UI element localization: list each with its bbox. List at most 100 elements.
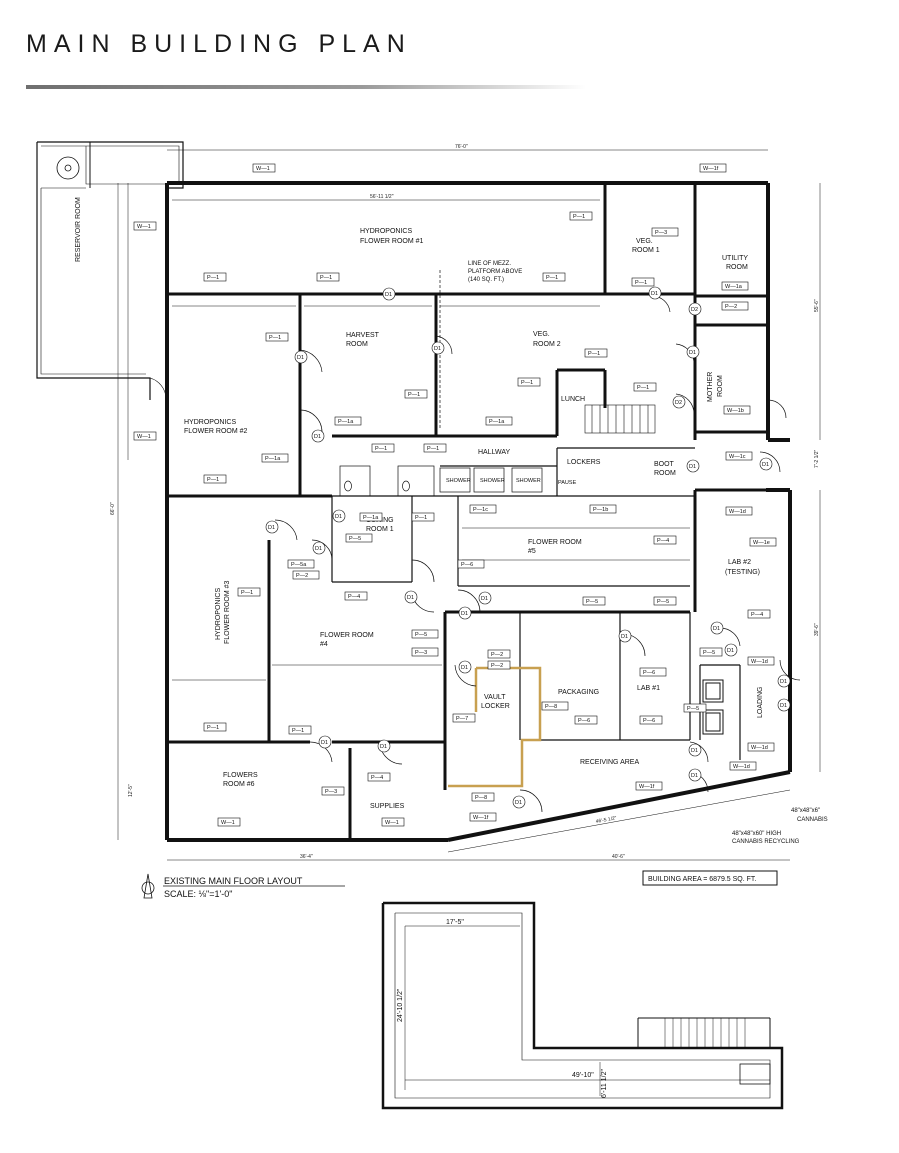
tag-p8-a: P—8 (545, 704, 557, 710)
tag-p6-c: P—6 (578, 718, 590, 724)
tag-p5-d: P—5 (415, 632, 427, 638)
tag-w1f: W—1f (703, 166, 719, 172)
dim-mezz-width: 17'-5" (446, 919, 464, 926)
tag-p1-p: P—1 (207, 725, 219, 731)
tag-p1a-c: P—1a (265, 456, 281, 462)
dim-height-mid-right: 7'-2 1/2" (814, 449, 820, 468)
dim-bottom-diagonal: 46'-5 1/2" (595, 815, 617, 825)
tag-p1a-b: P—1a (489, 419, 505, 425)
dim-height-left: 66'-0" (110, 502, 116, 515)
tag-p1-n: P—1 (415, 515, 427, 521)
door-tag-5: D2 (691, 307, 698, 313)
dim-mezz-height: 24'-10 1/2" (397, 988, 404, 1022)
door-tag-4: D1 (651, 291, 658, 297)
door-tag-27: D1 (515, 800, 522, 806)
mezz-note-1: LINE OF MEZZ. (468, 261, 511, 267)
cannabis-note-1: 48"x48"x6" (791, 808, 820, 814)
dim-bottom-right: 40'-6" (612, 854, 625, 860)
reservoir-outline (36, 141, 184, 400)
equipment-tags: W—1 W—1f W—1 P—1 P—3 P—1 P—1 P—1 P—1 W—1… (133, 163, 777, 827)
door-tag-13: D1 (315, 546, 322, 552)
room-label-veg2: VEG. (533, 331, 550, 338)
tag-w1f-c: W—1f (473, 815, 489, 821)
tag-w1d-b: W—1d (751, 659, 768, 665)
scale-caption: SCALE: ⅛"=1'-0" (164, 889, 232, 899)
tag-p2-c: P—2 (491, 652, 503, 658)
room-label-receiving: RECEIVING AREA (580, 759, 639, 766)
room-label-vault: VAULT (484, 694, 506, 701)
room-label-curing-sub: ROOM 1 (366, 526, 394, 533)
door-tag-19: D1 (727, 648, 734, 654)
door-tag-2: D1 (297, 355, 304, 361)
mezzanine-plan (381, 901, 784, 1110)
dim-overall-width: 76'-0" (455, 144, 468, 150)
room-labels: RESERVOIR ROOM HYDROPONICS FLOWER ROOM #… (75, 197, 764, 810)
page-title: MAIN BUILDING PLAN (26, 30, 412, 58)
door-tag-21: D1 (780, 679, 787, 685)
door-tag-15: D1 (481, 596, 488, 602)
north-arrow-icon (141, 873, 155, 899)
building-area-caption: BUILDING AREA = 6879.5 SQ. FT. (648, 876, 756, 883)
tag-p1-i: P—1 (637, 385, 649, 391)
dimension-labels: 76'-0" 56'-11 1/2" 66'-0" 55'-6" 7'-2 1/… (110, 144, 820, 1098)
existing-layout-caption: EXISTING MAIN FLOOR LAYOUT (164, 876, 303, 886)
room-label-reservoir: RESERVOIR ROOM (75, 197, 82, 262)
room-label-veg1-sub: ROOM 1 (632, 247, 660, 254)
tag-p1-c: P—1 (320, 275, 332, 281)
door-tag-25: D1 (691, 748, 698, 754)
door-tag-14: D1 (407, 595, 414, 601)
room-label-flower5-sub: #5 (528, 548, 536, 555)
room-label-mother: MOTHER (707, 372, 714, 402)
tag-p2-b: P—2 (296, 573, 308, 579)
door-swings (274, 295, 801, 813)
tag-w1-c: W—1 (137, 434, 151, 440)
door-tag-6: D1 (689, 350, 696, 356)
tag-p1-q: P—1 (292, 728, 304, 734)
tag-p4-a: P—4 (657, 538, 669, 544)
room-label-lunch: LUNCH (561, 396, 585, 403)
tag-p6-b: P—6 (643, 670, 655, 676)
tag-w1d: W—1d (729, 509, 746, 515)
tag-p1-j: P—1 (408, 392, 420, 398)
plan-notes: LINE OF MEZZ. PLATFORM ABOVE (140 SQ. FT… (164, 261, 828, 899)
room-label-boot: BOOT (654, 461, 675, 468)
door-tag-20: D1 (461, 665, 468, 671)
dimension-lines (117, 149, 821, 861)
tag-p4-d: P—4 (371, 775, 383, 781)
room-label-flower4: FLOWER ROOM (320, 632, 374, 639)
room-label-lab1: LAB #1 (637, 685, 660, 692)
door-tag-12: D1 (268, 525, 275, 531)
door-tag-7: D2 (675, 400, 682, 406)
tag-p1a-a: P—1a (338, 419, 354, 425)
dim-height-right: 55'-6" (814, 299, 820, 312)
tag-p1-g: P—1 (588, 351, 600, 357)
vault-walls (448, 666, 542, 788)
area-box (642, 870, 778, 886)
cannabis-note-2: CANNABIS (797, 817, 828, 823)
tag-p1-l: P—1 (427, 446, 439, 452)
tag-p1-e: P—1 (635, 280, 647, 286)
tag-p1-o: P—1 (241, 590, 253, 596)
tag-p1-h: P—1 (521, 380, 533, 386)
tag-p5-c: P—5 (657, 599, 669, 605)
room-label-packaging: PACKAGING (558, 689, 599, 696)
tag-p7-a: P—7 (456, 716, 468, 722)
room-label-utility: UTILITY (722, 255, 748, 262)
room-label-veg1: VEG. (636, 238, 653, 245)
door-tag-3: D1 (434, 346, 441, 352)
tag-p2-a: P—2 (725, 304, 737, 310)
recycle-note-2: CANNABIS RECYCLING (732, 839, 800, 845)
restroom-fixtures (339, 465, 543, 497)
tag-p6-d: P—6 (643, 718, 655, 724)
door-tag-16: D1 (461, 611, 468, 617)
room-label-hydro2-sub: FLOWER ROOM #2 (184, 428, 248, 435)
mezz-note-3: (140 SQ. FT.) (468, 277, 504, 283)
door-tag-22: D1 (780, 703, 787, 709)
tag-p1a-d: P—1a (363, 515, 379, 521)
tag-w1e: W—1e (753, 540, 770, 546)
tag-p1b: P—1b (593, 507, 608, 513)
tag-p3-c: P—3 (325, 789, 337, 795)
room-label-hydro3-sub: FLOWER ROOM #3 (224, 580, 231, 644)
tag-p1-a: P—1 (573, 214, 585, 220)
